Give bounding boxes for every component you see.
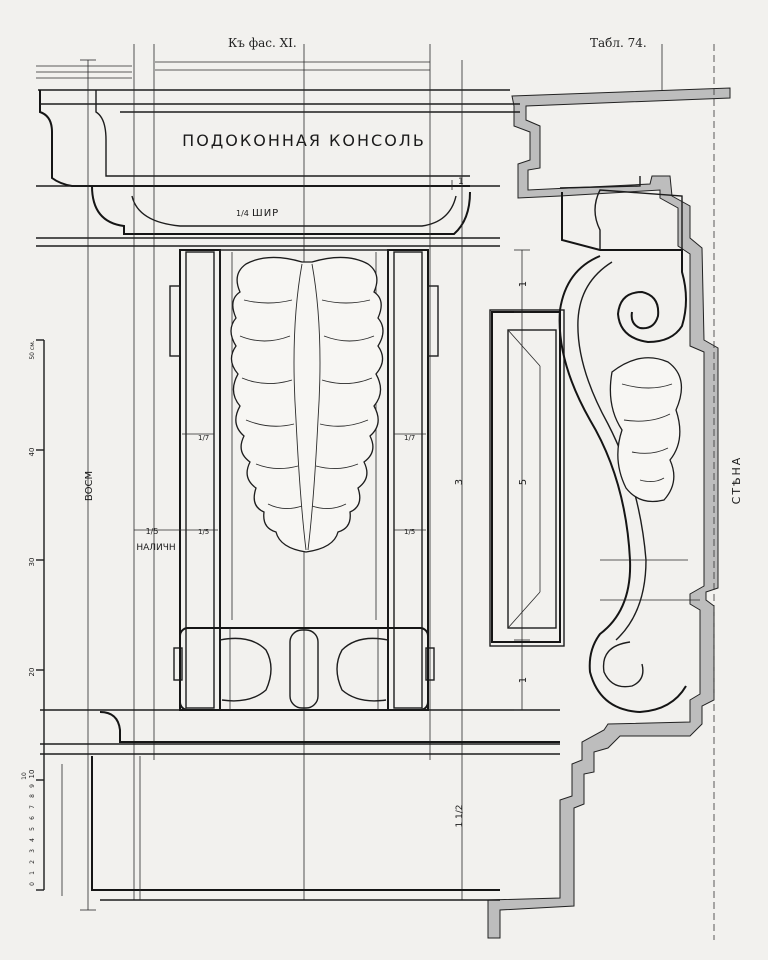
scale-unit: 50 см. (29, 340, 36, 359)
scale-minor-6: 6 (29, 816, 36, 820)
side-profile (489, 176, 700, 714)
frac-right-lower: 1/5 (404, 528, 415, 536)
dimension-marks (80, 59, 530, 911)
scale-minor-5: 5 (29, 827, 36, 831)
height-mark: ВОСМ (84, 471, 95, 501)
wall-section (487, 87, 731, 939)
scale-bar (36, 339, 45, 891)
dim-one-bottom: 1 (518, 677, 529, 683)
plate-number: Табл. 74. (590, 36, 647, 50)
sill-cornice (36, 61, 520, 247)
acanthus-leaf (230, 256, 384, 553)
dim-five: 5 (518, 479, 529, 485)
scale-minor-4: 4 (29, 838, 36, 842)
scale-minor-2: 2 (29, 860, 36, 864)
trim-fraction: 1/5 (146, 527, 159, 536)
dim-one-top: 1 (518, 281, 529, 287)
scale-minor-ticks: 0 1 2 3 4 5 6 7 8 9 10 (21, 772, 36, 886)
dim-three: 3 (454, 479, 465, 485)
trim-label: НАЛИЧН (136, 543, 175, 553)
frac-right-upper: 1/7 (404, 434, 415, 442)
scale-minor-3: 3 (29, 849, 36, 853)
wall-label: СТѢНА (730, 456, 743, 505)
scale-major-40: 40 (28, 448, 36, 457)
small-one-label: 1 (458, 177, 464, 187)
frac-left-lower: 1/5 (198, 528, 209, 536)
width-mark: ШИР (252, 208, 279, 219)
facade-reference: Къ фас. XI. (228, 36, 297, 50)
sill-base (40, 709, 560, 901)
scale-minor-10: 10 (21, 772, 28, 780)
scale-minor-0: 0 (29, 882, 36, 886)
scale-minor-9: 9 (29, 784, 36, 788)
scale-minor-7: 7 (29, 805, 36, 809)
scale-minor-8: 8 (29, 794, 36, 798)
scale-major-30: 30 (28, 558, 36, 567)
dim-one-half: 1 1/2 (455, 804, 465, 827)
scale-minor-1: 1 (29, 871, 36, 875)
drawing-title: ПОДОКОННАЯ КОНСОЛЬ (182, 131, 426, 150)
frac-left-upper: 1/7 (198, 434, 209, 442)
scale-major-10: 10 (28, 770, 36, 779)
construction-lines (87, 44, 715, 940)
scale-major-20: 20 (28, 668, 36, 677)
width-fraction: 1/4 (236, 209, 249, 218)
